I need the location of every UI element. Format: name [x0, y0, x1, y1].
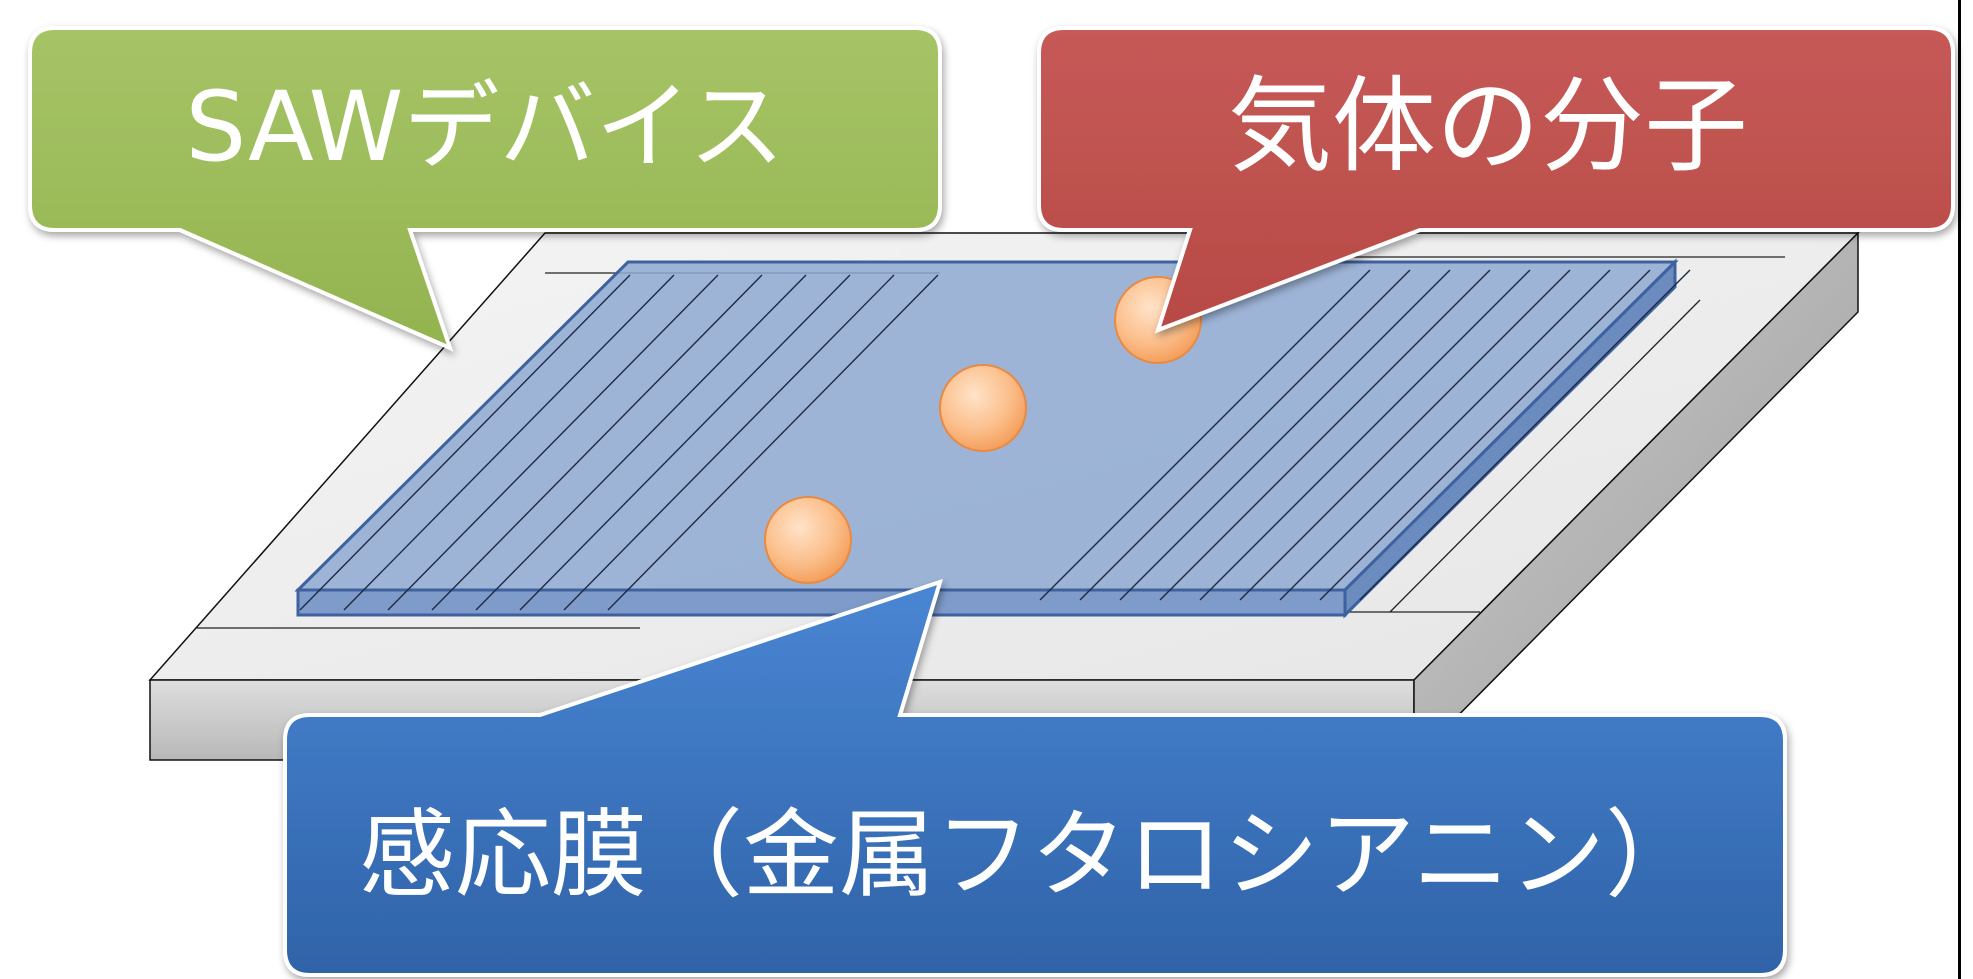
- idt-electrode-line: [1039, 269, 1371, 601]
- idt-electrode-line: [1199, 269, 1531, 601]
- idt-right-electrodes: [1039, 269, 1691, 601]
- idt-electrode-line: [387, 274, 719, 611]
- idt-left-electrodes: [299, 274, 939, 611]
- idt-electrode-line: [343, 274, 675, 611]
- gas-molecule-icon: [764, 496, 852, 584]
- idt-electrode-line: [1119, 269, 1451, 601]
- saw-device-callout: SAWデバイス: [28, 26, 942, 352]
- saw-device-label: SAWデバイス: [185, 71, 784, 183]
- slide-border: [1958, 0, 1961, 979]
- sensing-film-label: 感応膜（金属フタロシアニン）: [359, 799, 1701, 911]
- idt-electrode-line: [475, 274, 807, 611]
- gas-molecule-icon: [939, 364, 1027, 452]
- idt-electrode-line: [607, 274, 939, 611]
- idt-electrode-line: [1079, 269, 1411, 601]
- idt-electrode-line: [1359, 269, 1691, 601]
- gas-molecule-label: 気体の分子: [1228, 65, 1748, 187]
- film-front-face: [296, 588, 1347, 617]
- gas-molecule-callout: 気体の分子: [1037, 26, 1955, 334]
- idt-electrode-line: [1159, 269, 1491, 601]
- idt-electrode-line: [299, 274, 631, 611]
- electrode-outlines: [195, 256, 1785, 629]
- sensing-film-callout: 感応膜（金属フタロシアニン）: [283, 578, 1787, 977]
- idt-electrode-line: [563, 274, 895, 611]
- idt-electrode-line: [431, 274, 763, 611]
- idt-electrode-line: [1319, 269, 1651, 601]
- idt-electrode-line: [1239, 269, 1571, 601]
- idt-electrode-line: [1279, 269, 1611, 601]
- idt-electrode-line: [519, 274, 851, 611]
- film-side-face: [1343, 258, 1677, 619]
